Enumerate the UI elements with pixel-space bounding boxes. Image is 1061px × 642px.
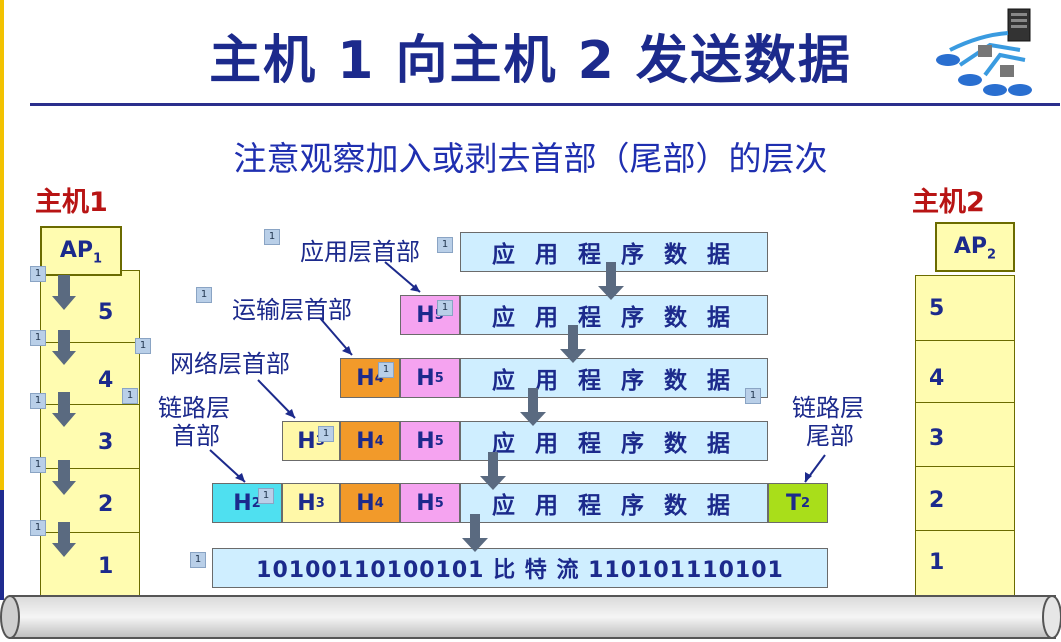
marker: 1	[30, 266, 46, 282]
host1-layer-4: 4	[98, 368, 114, 393]
marker: 1	[258, 488, 274, 504]
label-transport-header: 运输层首部	[232, 296, 352, 324]
marker: 1	[437, 300, 453, 316]
marker: 1	[437, 237, 453, 253]
label-network-header: 网络层首部	[170, 350, 290, 378]
left-accent-bar	[0, 0, 4, 490]
host2-stack	[915, 275, 1015, 600]
app-data-row4: 应 用 程 序 数 据	[460, 421, 768, 461]
host2-layer-3: 3	[929, 426, 945, 451]
host1-layer-3: 3	[98, 430, 114, 455]
app-data-row1: 应 用 程 序 数 据	[460, 232, 768, 272]
marker: 1	[196, 287, 212, 303]
host1-ap-box: AP1	[40, 226, 122, 276]
marker: 1	[378, 362, 394, 378]
subtitle: 注意观察加入或剥去首部（尾部）的层次	[233, 139, 828, 178]
host1-label: 主机1	[35, 187, 108, 218]
left-accent-bar-lower	[0, 490, 4, 600]
label-app-header: 应用层首部	[300, 238, 420, 266]
marker: 1	[30, 520, 46, 536]
page-title: 主机 1 向主机 2 发送数据	[209, 31, 852, 91]
marker: 1	[264, 229, 280, 245]
bitstream-row: 10100110100101 比 特 流 110101110101	[212, 548, 828, 588]
network-icon	[936, 8, 1032, 96]
marker: 1	[30, 330, 46, 346]
host2-layer-5: 5	[929, 296, 945, 321]
app-data-row5: 应 用 程 序 数 据	[460, 483, 768, 523]
host1-layer-5: 5	[98, 300, 114, 325]
host1-layer-2: 2	[98, 492, 114, 517]
marker: 1	[318, 426, 334, 442]
label-link-header-line1: 链路层	[158, 394, 230, 422]
label-link-trailer-line2: 尾部	[806, 422, 854, 450]
label-link-header-line2: 首部	[172, 422, 220, 450]
marker: 1	[190, 552, 206, 568]
host2-layer-4: 4	[929, 366, 945, 391]
host2-layer-1: 1	[929, 550, 945, 575]
marker: 1	[122, 388, 138, 404]
marker: 1	[30, 457, 46, 473]
host2-ap-box: AP2	[935, 222, 1015, 272]
title-divider	[30, 103, 1060, 106]
transmission-medium	[0, 595, 1061, 639]
app-data-row2: 应 用 程 序 数 据	[460, 295, 768, 335]
label-link-trailer-line1: 链路层	[792, 394, 864, 422]
marker: 1	[30, 393, 46, 409]
marker: 1	[745, 388, 761, 404]
host1-layer-1: 1	[98, 554, 114, 579]
host1-stack	[40, 270, 140, 600]
marker: 1	[135, 338, 151, 354]
host2-layer-2: 2	[929, 488, 945, 513]
host2-label: 主机2	[912, 187, 985, 218]
